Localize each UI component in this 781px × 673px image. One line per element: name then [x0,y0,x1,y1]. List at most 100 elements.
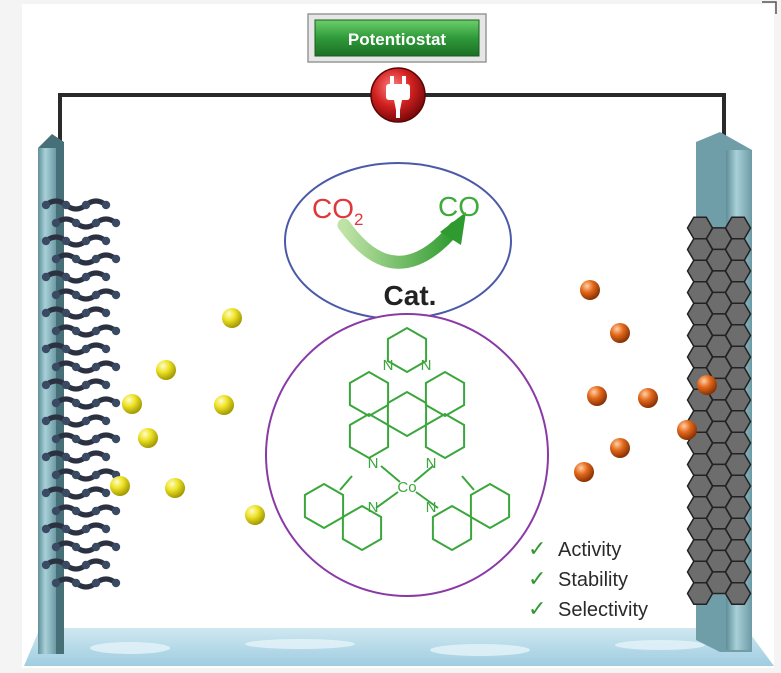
left-quinoline-ring-b [341,504,383,552]
nitrogen-atom-label: N [368,499,379,516]
hexagon-cell [724,431,752,455]
lattice-node [101,560,111,570]
check-icon: ✓ [528,567,546,592]
lattice-node [61,236,71,246]
yellow-particle [165,478,185,498]
lattice-node [71,506,81,516]
lattice-node [41,416,51,426]
coordination-bonds [375,465,439,509]
lattice-chain [53,432,119,446]
yellow-particle [156,360,176,380]
lattice-node [111,218,121,228]
yellow-particle [214,395,234,415]
lattice-node [111,362,121,372]
lattice-node [81,308,91,318]
check-item: ✓ Activity [528,537,621,562]
lattice-node [81,236,91,246]
lattice-node [41,272,51,282]
hexagon-cell [724,409,752,434]
lattice-node [41,524,51,534]
product-particles [574,280,717,482]
lattice-node [51,398,61,408]
hexagon-cell [724,216,752,240]
lattice-node [111,290,121,300]
lattice-chain [43,378,109,392]
hexagon-cell [724,259,752,283]
hexagon-cell [724,280,752,305]
lattice-node [41,560,51,570]
orange-particle [610,323,630,343]
lattice-node [71,578,81,588]
lattice-node [81,488,91,498]
hexagon-cell [724,302,752,326]
lattice-node [81,452,91,462]
lattice-node [71,326,81,336]
lattice-node [71,434,81,444]
reactant-particles [110,308,265,525]
lattice-node [61,452,71,462]
left-upper-ring [348,412,390,460]
lattice-chain [53,324,119,338]
lattice-chain [53,360,119,374]
check-icon: ✓ [528,537,546,562]
lattice-node [41,488,51,498]
pyrazine-ring [386,326,428,374]
property-checklist: ✓ Activity ✓ Stability ✓ Selectivity [528,537,648,622]
orange-particle [697,375,717,395]
nitrogen-atom-label: N [421,357,432,374]
lattice-node [61,416,71,426]
yellow-particle [110,476,130,496]
lattice-node [71,470,81,480]
lattice-node [41,452,51,462]
lattice-node [81,416,91,426]
lattice-node [61,488,71,498]
corner-icon [762,1,777,14]
hexagon-cell [724,388,752,412]
lattice-node [41,236,51,246]
lattice-node [51,542,61,552]
lattice-node [61,308,71,318]
orange-particle [587,386,607,406]
orange-particle [580,280,600,300]
lattice-node [91,542,101,552]
yellow-particle [122,394,142,414]
lattice-node [61,560,71,570]
lattice-chain [43,414,109,428]
lattice-node [81,560,91,570]
lattice-node [101,488,111,498]
hexagon-cell [724,517,752,541]
lattice-node [91,362,101,372]
lattice-node [81,344,91,354]
hexagon-cell [724,237,752,262]
lattice-chain [43,270,109,284]
nitrogen-atom-label: N [426,455,437,472]
hexagon-cell [724,538,752,563]
lattice-node [81,524,91,534]
lattice-node [91,506,101,516]
lattice-chain [43,306,109,320]
lattice-node [111,506,121,516]
lattice-node [111,578,121,588]
right-upper-ring [424,412,466,460]
hexagon-cell [724,495,752,520]
yellow-particle [245,505,265,525]
reaction-arrow [337,218,462,269]
right-quinoline-ring-a [469,482,511,530]
left-electrode [38,134,121,654]
right-bridge-ring [424,370,466,418]
right-electrode [686,132,752,652]
lattice-chain [53,396,119,410]
lattice-node [51,470,61,480]
check-icon: ✓ [528,597,546,622]
yellow-particle [222,308,242,328]
hexagon-cell [724,345,752,369]
lattice-node [71,254,81,264]
nitrogen-atom-label: N [426,499,437,516]
lattice-node [61,524,71,534]
right-hexagonal-layer [686,216,752,606]
svg-text:Stability: Stability [558,569,628,591]
nitrogen-atom-label: N [383,357,394,374]
orange-particle [638,388,658,408]
svg-text:Selectivity: Selectivity [558,599,648,621]
lattice-chain [43,198,109,212]
